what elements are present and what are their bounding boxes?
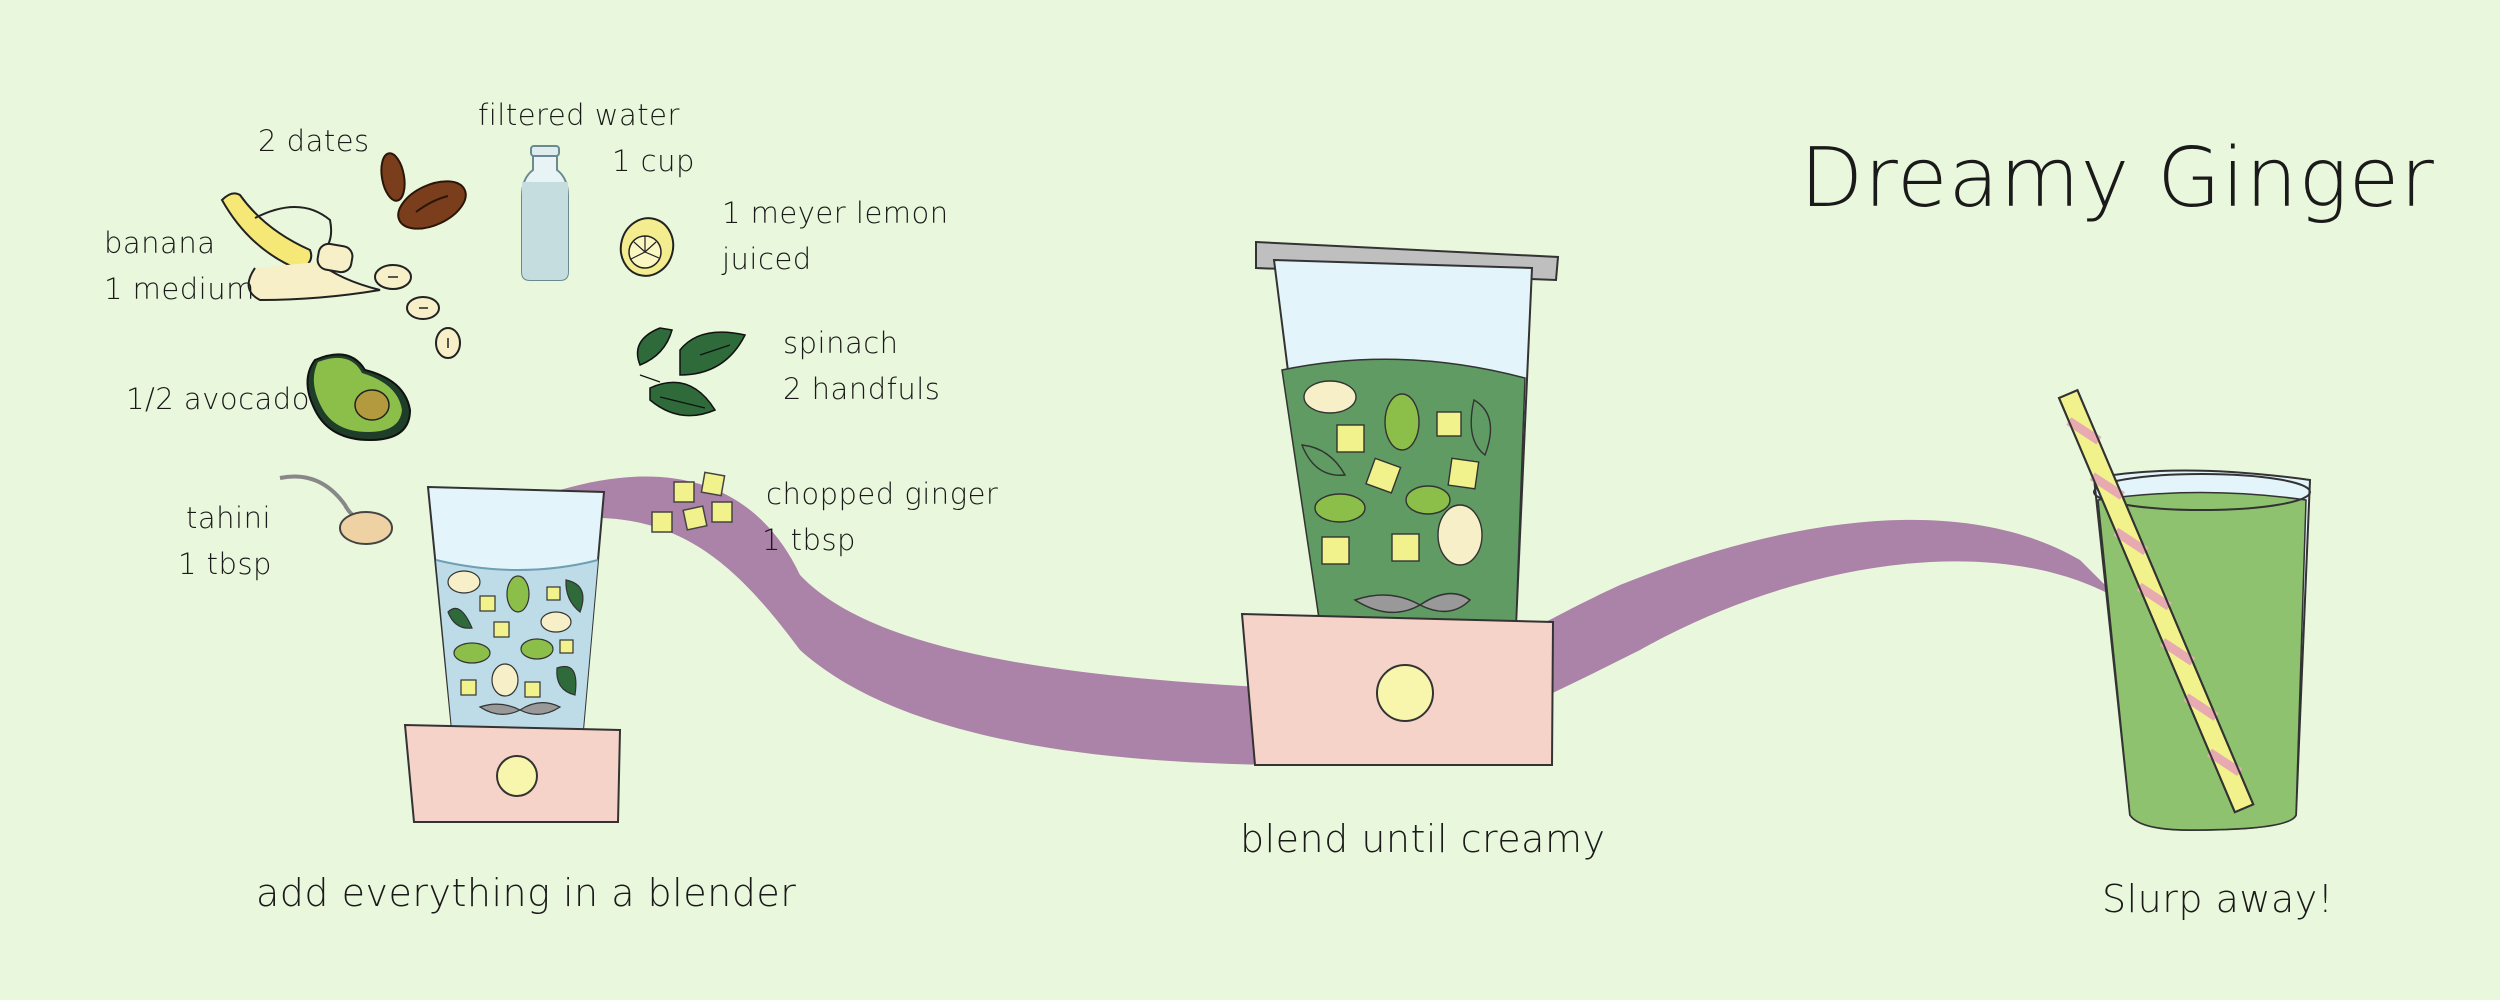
recipe-title: Dreamy Ginger <box>1800 131 2435 226</box>
banana-label: banana <box>104 226 216 260</box>
blender-step-2-icon <box>1240 240 1560 766</box>
spinach-label: spinach <box>783 326 899 360</box>
blender-step-1-icon <box>403 485 622 823</box>
step-1-label: add everything in a blender <box>256 871 797 915</box>
ginger-label: chopped ginger <box>766 477 999 511</box>
step-3-label: Slurp away! <box>2102 877 2334 921</box>
banana-icon <box>220 192 461 359</box>
lemon-icon <box>619 217 675 277</box>
avocado-label: 1/2 avocado <box>126 382 310 416</box>
water-bottle-icon <box>521 145 569 281</box>
smoothie-glass-icon <box>2057 388 2312 832</box>
lemon-amount-label: juiced <box>722 242 812 276</box>
dates-label: 2 dates <box>258 124 370 158</box>
banana-amount-label: 1 medium <box>104 272 255 306</box>
spinach-amount-label: 2 handfuls <box>783 372 941 406</box>
dates-icon <box>380 152 467 230</box>
water-label: filtered water <box>478 98 680 132</box>
tahini-spoon-icon <box>279 474 393 545</box>
ribbon-path <box>560 476 2120 765</box>
tahini-label: tahini <box>186 501 272 535</box>
spinach-icon <box>636 327 747 417</box>
ginger-pieces-icon <box>651 471 733 533</box>
water-amount-label: 1 cup <box>612 144 695 178</box>
lemon-label: 1 meyer lemon <box>722 196 949 230</box>
step-2-label: blend until creamy <box>1240 817 1606 861</box>
tahini-amount-label: 1 tbsp <box>178 547 272 581</box>
avocado-icon <box>306 353 412 442</box>
ginger-amount-label: 1 tbsp <box>762 523 856 557</box>
